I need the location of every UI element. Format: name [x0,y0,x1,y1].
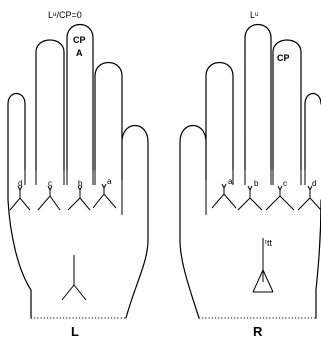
right-top-label: Lᵘ [250,10,258,20]
right-finger-root-lines [205,170,306,215]
left-hand-label: L [71,324,79,338]
right-id-a: a [228,177,233,186]
left-id-c: c [48,179,52,188]
right-axial-triradius [252,238,274,293]
left-id-b: b [78,179,83,188]
left-finger-root-lines [24,170,123,215]
left-cp-label: CP [73,35,86,45]
left-id-a: a [107,177,112,186]
right-cp-label: CP [277,53,290,63]
left-top-label: Lᵘ/CP=0 [48,10,82,20]
left-hand: Lᵘ/CP=0 CP A d c b a L [7,10,149,338]
left-triradii [9,183,117,211]
left-axial-triradius [61,255,87,301]
right-hand-label: R [253,324,263,338]
right-triradii [211,183,321,211]
right-id-b: b [254,179,259,188]
right-triradius-label: ᵗtt [265,238,272,248]
left-hand-outline [7,23,149,319]
right-hand: Lᵘ CP a b c d ᵗtt R [179,10,321,338]
right-hand-ulnar-edge [315,199,321,319]
right-id-d: d [312,179,316,188]
left-id-d: d [18,179,22,188]
right-id-c: c [283,179,287,188]
left-a-label: A [76,48,83,58]
right-hand-outline [179,23,321,319]
